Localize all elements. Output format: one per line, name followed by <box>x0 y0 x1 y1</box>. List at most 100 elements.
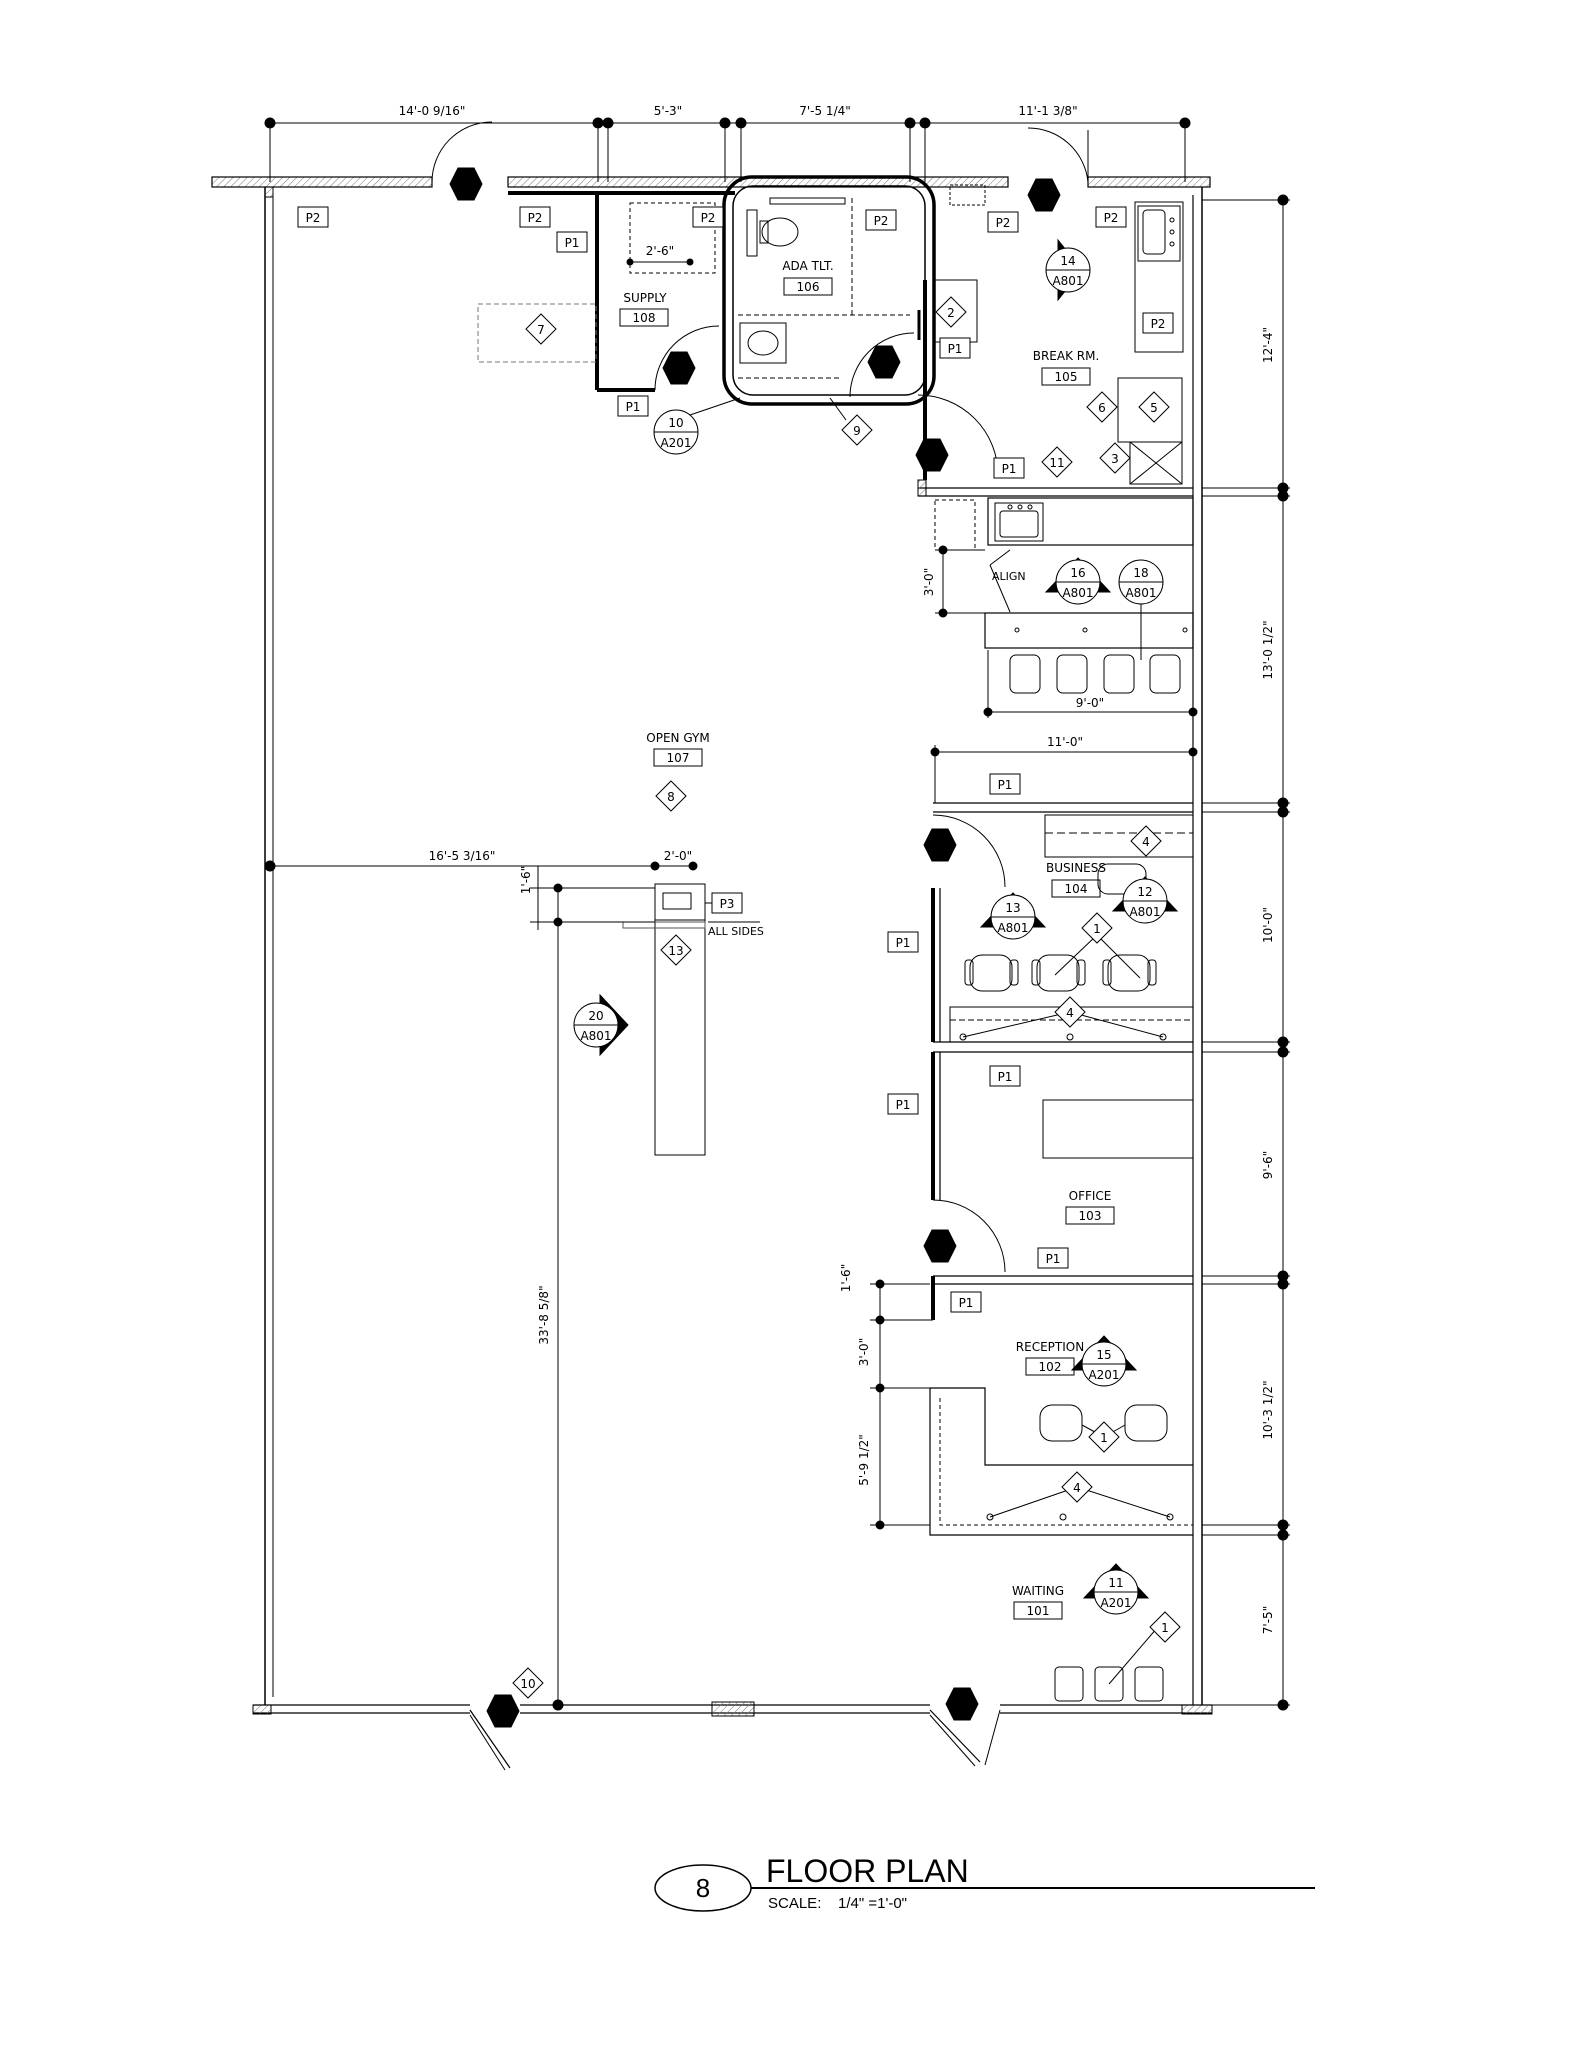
door-tag-b02-toilet: B 02 <box>867 345 901 379</box>
keynote-6: 6 <box>1086 391 1118 423</box>
notes: ALIGN ALL SIDES <box>708 549 1026 938</box>
exterior-walls <box>211 121 1213 1771</box>
door-swings <box>654 310 1006 1273</box>
keynote-8: 8 <box>655 780 687 812</box>
svg-text:A801: A801 <box>1129 905 1160 919</box>
svg-text:A: A <box>958 1690 967 1704</box>
dim-right-6: 7'-5" <box>1261 1606 1275 1634</box>
dimension-labels: 14'-0 9/16" 5'-3" 7'-5 1/4" 11'-1 3/8" 1… <box>399 104 1275 1634</box>
section-12-a801: 12 A801 <box>1111 876 1179 924</box>
room-labels: SUPPLY 108 ADA TLT. 106 BREAK RM. 105 OP… <box>619 259 1115 1620</box>
svg-text:01: 01 <box>924 457 939 471</box>
svg-text:SUPPLY: SUPPLY <box>623 291 667 305</box>
svg-text:RECEPTION: RECEPTION <box>1016 1340 1084 1354</box>
keynote-1-business: 1 <box>1054 912 1141 979</box>
door-tag-b01-supply: B 01 <box>662 351 696 385</box>
svg-text:13: 13 <box>1005 901 1020 915</box>
svg-text:106: 106 <box>797 280 820 294</box>
section-14-a801: 14 A801 <box>1045 238 1091 302</box>
section-16-a801: 16 A801 <box>1044 557 1112 605</box>
dim-top-4: 11'-1 3/8" <box>1018 104 1077 118</box>
svg-text:P1: P1 <box>1046 1252 1061 1266</box>
door-tag-a00-bottom: A 00 <box>945 1687 979 1721</box>
dim-reception-offset: 1'-6" <box>839 1264 853 1292</box>
svg-text:11: 11 <box>1108 1576 1123 1590</box>
svg-text:OFFICE: OFFICE <box>1069 1189 1112 1203</box>
svg-text:P2: P2 <box>306 211 321 225</box>
svg-text:9: 9 <box>853 424 861 438</box>
svg-text:104: 104 <box>1065 882 1088 896</box>
tag-p2: P2 <box>1095 206 1127 228</box>
dim-gym-depth: 33'-8 5/8" <box>537 1285 551 1344</box>
svg-text:4: 4 <box>1073 1481 1081 1495</box>
keynote-13: 13 <box>660 934 692 966</box>
svg-text:16: 16 <box>1070 566 1085 580</box>
dim-counter-width: 9'-0" <box>1076 696 1104 710</box>
svg-text:B: B <box>936 831 944 845</box>
section-20-a801: 20 A801 <box>573 993 629 1057</box>
business-chair-2 <box>1031 954 1086 992</box>
tag-p1: P1 <box>939 337 971 359</box>
dim-reception-gap: 3'-0" <box>857 1338 871 1366</box>
room-break-room: BREAK RM. 105 <box>1033 349 1099 386</box>
section-10-a201: 10 A201 <box>653 397 741 455</box>
tag-p1: P1 <box>950 1291 982 1313</box>
svg-text:P1: P1 <box>626 400 641 414</box>
svg-text:B: B <box>928 441 936 455</box>
note-all-sides: ALL SIDES <box>708 925 764 938</box>
svg-text:A: A <box>462 170 471 184</box>
tag-p2: P2 <box>297 206 329 228</box>
door-tag-b03-business: B 03 <box>923 828 957 862</box>
svg-text:B: B <box>936 1232 944 1246</box>
svg-text:A: A <box>1040 181 1049 195</box>
tag-p1: P1 <box>993 457 1025 479</box>
dim-column-offset: 1'-6" <box>519 866 533 894</box>
svg-text:P1: P1 <box>1002 462 1017 476</box>
tag-p2: P2 <box>1142 312 1174 334</box>
svg-text:B: B <box>675 354 683 368</box>
dim-right-2: 13'-0 1/2" <box>1261 620 1275 679</box>
dim-counter-depth: 3'-0" <box>922 568 936 596</box>
room-waiting: WAITING 101 <box>1012 1584 1064 1620</box>
svg-text:15: 15 <box>1096 1348 1111 1362</box>
dim-right-1: 12'-4" <box>1261 327 1275 363</box>
svg-text:108: 108 <box>633 311 656 325</box>
door-tag-a00-break: A 00 <box>1027 178 1061 212</box>
svg-text:ADA TLT.: ADA TLT. <box>782 259 833 273</box>
keynote-2: 2 <box>935 296 967 328</box>
dim-top-3: 7'-5 1/4" <box>799 104 851 118</box>
tag-p2: P2 <box>692 206 724 228</box>
svg-text:A801: A801 <box>997 921 1028 935</box>
svg-text:20: 20 <box>588 1009 603 1023</box>
keynote-3: 3 <box>1099 442 1131 474</box>
keynote-1-waiting: 1 <box>1108 1611 1181 1685</box>
svg-text:P1: P1 <box>998 778 1013 792</box>
svg-text:A801: A801 <box>1052 274 1083 288</box>
svg-text:6: 6 <box>1098 401 1106 415</box>
keynote-9: 9 <box>829 397 873 446</box>
dim-column-width: 2'-0" <box>664 849 692 863</box>
svg-text:00: 00 <box>458 186 473 200</box>
door-tag-a04: A 04 <box>486 1694 520 1728</box>
keynote-1-reception: 1 <box>1081 1421 1126 1453</box>
room-supply: SUPPLY 108 <box>619 291 669 327</box>
svg-text:13: 13 <box>668 944 683 958</box>
keynote-4-business-top: 4 <box>1130 825 1162 857</box>
tag-p2: P2 <box>865 209 897 231</box>
svg-text:10: 10 <box>668 416 683 430</box>
svg-text:P1: P1 <box>565 236 580 250</box>
svg-text:105: 105 <box>1055 370 1078 384</box>
svg-text:02: 02 <box>876 364 891 378</box>
svg-text:WAITING: WAITING <box>1012 1584 1064 1598</box>
keynote-10: 10 <box>512 1667 544 1699</box>
svg-text:BUSINESS: BUSINESS <box>1046 861 1106 875</box>
svg-text:A: A <box>499 1697 508 1711</box>
dim-business-width: 11'-0" <box>1047 735 1083 749</box>
svg-text:A201: A201 <box>1100 1596 1131 1610</box>
svg-text:OPEN GYM: OPEN GYM <box>646 731 709 745</box>
business-chair-1 <box>964 954 1019 992</box>
keynotes: 7 2 9 6 5 3 11 8 4 13 1 4 1 4 1 10 <box>512 296 1181 1699</box>
svg-text:8: 8 <box>667 790 675 804</box>
svg-text:2: 2 <box>947 306 955 320</box>
